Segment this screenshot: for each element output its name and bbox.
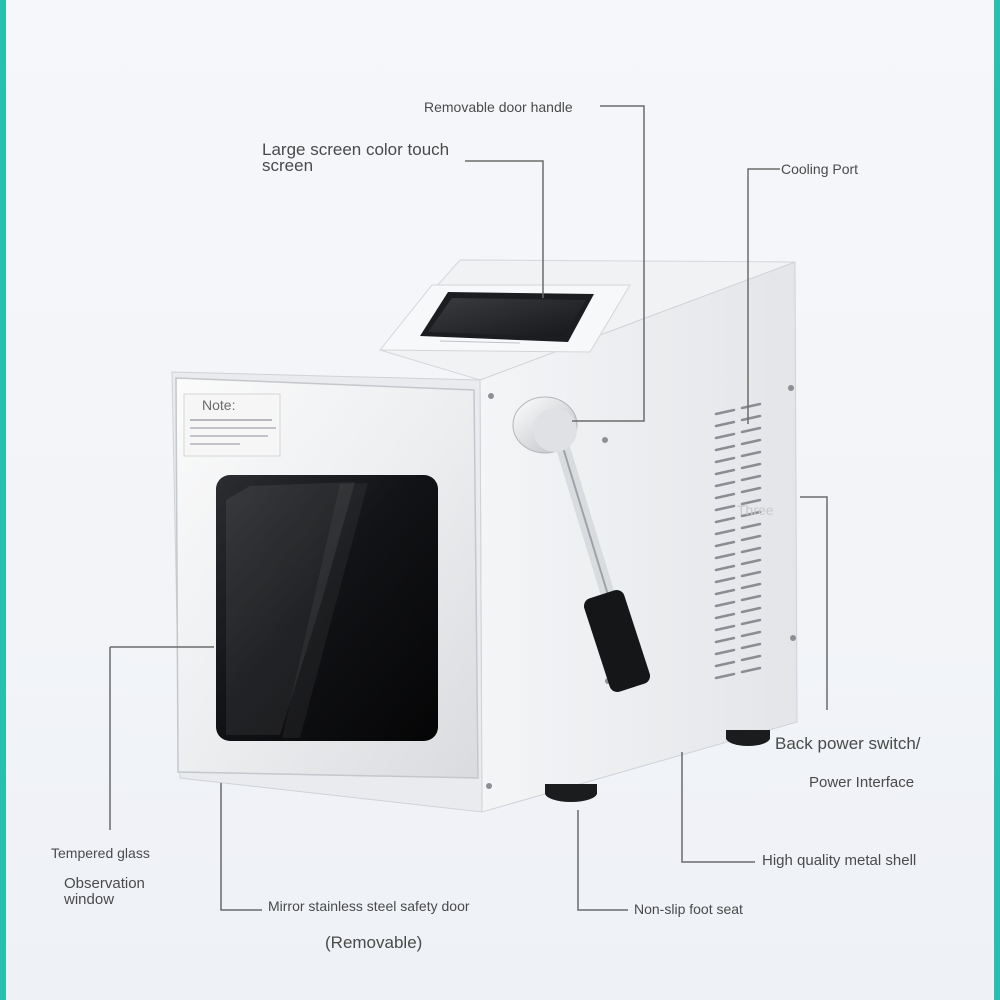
vent-slot	[740, 426, 762, 434]
vent-slot	[740, 558, 762, 566]
vent-slot	[740, 642, 762, 650]
vent-slot	[740, 462, 762, 470]
label-cooling-port: Cooling Port	[781, 161, 859, 177]
accent-edge-left	[0, 0, 6, 1000]
label-tempered-glass: Tempered glass	[51, 845, 150, 861]
vent-slot	[740, 534, 762, 542]
label-touch-screen-line2: screen	[262, 156, 314, 175]
vent-slot	[714, 600, 736, 608]
safety-door-graphic	[175, 377, 479, 779]
vent-slot	[714, 468, 736, 476]
vent-slot	[714, 504, 736, 512]
vent-slot	[714, 636, 736, 644]
door-handle-icon	[512, 396, 651, 693]
vent-slot	[714, 552, 736, 560]
vent-slot	[714, 588, 736, 596]
accent-edge-right	[994, 0, 1000, 1000]
label-safety-door: Mirror stainless steel safety door	[268, 898, 470, 914]
vent-slot	[740, 474, 762, 482]
label-metal-shell: High quality metal shell	[762, 852, 917, 869]
vent-slot	[740, 570, 762, 578]
label-back-power-switch: Back power switch/	[775, 734, 921, 753]
vent-slot	[714, 540, 736, 548]
vent-slot	[714, 492, 736, 500]
touch-screen-icon	[420, 292, 594, 344]
label-observation-line2: window	[64, 891, 115, 908]
vent-slot	[740, 582, 762, 590]
vent-slot	[740, 438, 762, 446]
vent-slot	[714, 672, 736, 680]
vent-slot	[714, 432, 736, 440]
label-note: Note:	[202, 397, 236, 413]
label-foot-seat: Non-slip foot seat	[634, 901, 743, 917]
vent-slot	[714, 408, 736, 416]
vent-slot	[740, 618, 762, 626]
vent-slot	[740, 594, 762, 602]
vent-slot	[714, 612, 736, 620]
vent-slot	[714, 660, 736, 668]
label-power-interface: Power Interface	[809, 774, 915, 791]
vent-slot	[740, 606, 762, 614]
vent-slot	[714, 624, 736, 632]
vent-slot	[740, 630, 762, 638]
vent-slot	[714, 420, 736, 428]
label-three: Three	[737, 502, 774, 518]
vent-slot	[740, 510, 762, 518]
label-observation-line1: Observation	[64, 875, 145, 892]
label-door-handle: Removable door handle	[424, 99, 573, 115]
vent-slot	[740, 498, 762, 506]
vent-slot	[740, 450, 762, 458]
vent-slot	[740, 522, 762, 530]
cooling-vent-icon	[714, 402, 762, 680]
vent-slot	[740, 666, 762, 674]
label-touch-screen-line1: Large screen color touch	[262, 140, 450, 159]
vent-slot	[714, 444, 736, 452]
vent-slot	[740, 402, 762, 410]
vent-slot	[714, 564, 736, 572]
vent-slot	[714, 516, 736, 524]
vent-slot	[740, 546, 762, 554]
vent-slot	[740, 414, 762, 422]
foot-seat-icon	[545, 730, 770, 802]
vent-slot	[714, 480, 736, 488]
vent-slot	[714, 456, 736, 464]
leader-lines	[109, 105, 828, 911]
vent-slot	[714, 528, 736, 536]
vent-slot	[740, 654, 762, 662]
label-removable: (Removable)	[325, 933, 423, 952]
vent-slot	[714, 648, 736, 656]
vent-slot	[740, 486, 762, 494]
vent-slot	[714, 576, 736, 584]
